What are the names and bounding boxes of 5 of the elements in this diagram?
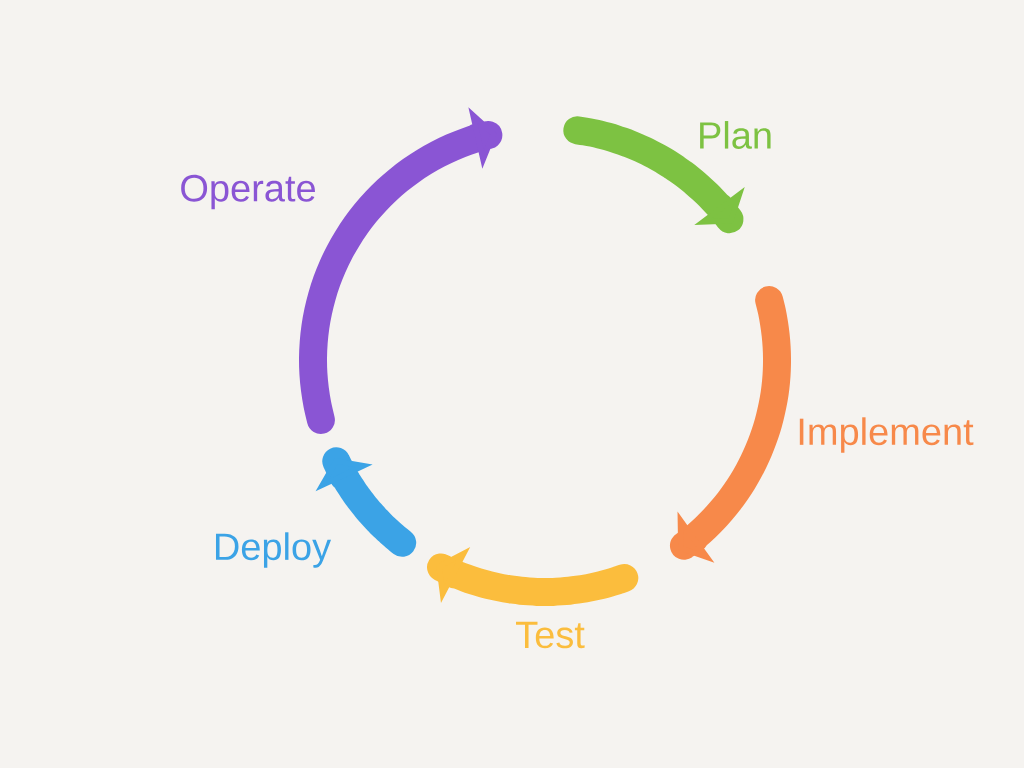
stage-label: Implement (799, 417, 974, 453)
stage-label: Plan (700, 121, 771, 149)
stage-label: Operate (181, 174, 315, 210)
stage-label: Test (516, 621, 585, 649)
stage-label: Deploy (216, 532, 332, 568)
